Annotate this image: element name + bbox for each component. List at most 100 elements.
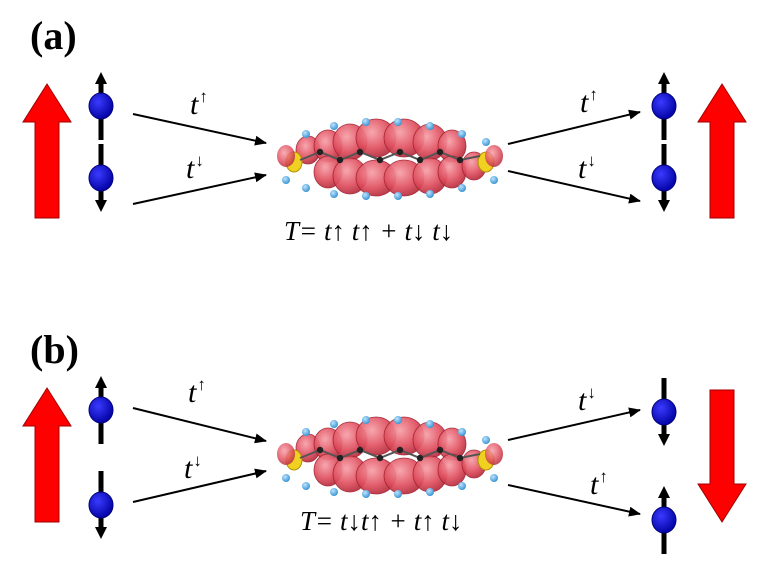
panel-b-molecule-lobe-0 (295, 433, 321, 463)
panel-a-molecule-hydrogen-12 (282, 176, 290, 184)
panel-a-arrow-out-1 (507, 109, 641, 145)
panel-b-molecule-hydrogen-6 (302, 482, 310, 490)
panel-a-molecule-carbon-1 (336, 156, 344, 164)
panel-b-molecule-lobe-5 (412, 421, 448, 459)
panel-a-formula: T= t↑ t↑ + t↓ t↓ (284, 216, 454, 246)
panel-b-molecule-backbone (299, 448, 481, 460)
panel-a-molecule-lobe-9 (355, 159, 397, 197)
panel-a-molecule-hydrogen-8 (362, 192, 370, 200)
panel-a-molecule-hydrogen-0 (302, 130, 310, 138)
panel-a-molecule-lobe-5 (412, 123, 448, 161)
panel-b-molecule-carbon-1 (336, 454, 344, 462)
panel-a-molecule-lobe-10 (383, 159, 425, 197)
panel-a-molecule-lobe-8 (332, 157, 368, 195)
panel-b-molecule-hydrogen-14 (482, 436, 490, 444)
panel-a-left-big-arrow (22, 83, 72, 219)
panel-b-molecule-hydrogen-4 (426, 420, 434, 428)
panel-b-arrow-out-2 (507, 484, 641, 517)
panel-a-molecule-hydrogen-1 (330, 122, 338, 130)
panel-a-molecule-carbon-7 (456, 156, 464, 164)
panel-b-t-out2: t↑ (590, 467, 608, 501)
panel-a-molecule-hydrogen-6 (302, 184, 310, 192)
panel-a-molecule-hydrogen-14 (482, 138, 490, 146)
panel-b-molecule-carbon-4 (396, 446, 404, 454)
panel-a-molecule-lobe-11 (412, 157, 448, 195)
panel-b-molecule-lobe-3 (355, 416, 397, 456)
panel-b-molecule-carbon-7 (456, 454, 464, 462)
panel-a-left-spin-up-head (95, 72, 107, 84)
panel-b-molecule-hydrogen-2 (362, 416, 370, 424)
panel-a-molecule-lobe-4 (383, 118, 425, 158)
panel-a-molecule-hydrogen-10 (426, 190, 434, 198)
panel-b-right-big-arrow (697, 389, 747, 523)
panel-a-arrow-out-2 (507, 170, 641, 204)
panel-b-molecule-sulfur-left (285, 449, 303, 471)
panel-b-molecule-lobe-1 (313, 427, 343, 461)
panel-a-t-down-in: t↓ (186, 151, 204, 185)
panel-a-molecule-hydrogen-4 (426, 122, 434, 130)
panel-b-left-spin-up-head (95, 376, 107, 388)
panel-a-molecule-carbon-6 (436, 148, 444, 156)
panel-a-molecule-carbon-0 (316, 148, 324, 156)
panel-b-t-out1: t↓ (578, 383, 596, 417)
panel-b-left-big-arrow (22, 387, 72, 523)
panel-a-molecule-hydrogen-5 (458, 130, 466, 138)
panel-b-right-spin-1-head (658, 434, 670, 446)
panel-b-left-spin-down-electron (88, 491, 114, 519)
panel-b-molecule-lobe-sr (485, 443, 503, 465)
panel-b-molecule-hydrogen-8 (362, 490, 370, 498)
panel-a-molecule-carbon-2 (356, 148, 364, 156)
panel-a-molecule-hydrogen-11 (458, 184, 466, 192)
panel-a-molecule-lobe-2 (332, 123, 368, 161)
panel-a-molecule-lobe-1 (313, 129, 343, 163)
panel-a-molecule-hydrogen-7 (330, 190, 338, 198)
panel-b-t-up-in: t↑ (188, 375, 206, 409)
panel-b-molecule-lobe-10 (383, 457, 425, 495)
panel-b-molecule-carbon-6 (436, 446, 444, 454)
panel-a-molecule-carbon-5 (416, 156, 424, 164)
panel-b-molecule-hydrogen-5 (458, 428, 466, 436)
panel-b-molecule-hydrogen-7 (330, 488, 338, 496)
panel-b-right-spin-1-electron (651, 398, 677, 426)
panel-b-molecule-lobe-13 (461, 449, 487, 479)
panel-a-molecule-lobe-13 (461, 151, 487, 181)
panel-b-arrow-in-up (132, 407, 267, 444)
panel-a-molecule-carbon-3 (376, 156, 384, 164)
panel-a-right-spin-2-electron (651, 164, 677, 192)
panel-b-formula: T= t↓t↑ + t↑ t↓ (300, 506, 463, 536)
panel-a-molecule-backbone (299, 150, 481, 162)
panel-a-t-out2: t↓ (578, 151, 596, 185)
panel-a-molecule-hydrogen-9 (394, 192, 402, 200)
panel-a-t-out1: t↑ (580, 85, 598, 119)
panel-a-molecule-lobe-0 (295, 135, 321, 165)
panel-b-molecule-carbon-5 (416, 454, 424, 462)
panel-b-molecule-hydrogen-10 (426, 488, 434, 496)
panel-a-right-spin-1-head (658, 72, 670, 84)
panel-a-molecule-lobe-12 (437, 155, 467, 189)
panel-b-molecule-hydrogen-1 (330, 420, 338, 428)
panel-b-t-down-in: t↓ (184, 451, 202, 485)
panel-a-molecule-hydrogen-13 (490, 176, 498, 184)
panel-a-molecule-sulfur-right (477, 151, 495, 173)
panel-b-right-spin-2-electron (651, 506, 677, 534)
panel-b-molecule-hydrogen-11 (458, 482, 466, 490)
panel-b-molecule-lobe-6 (437, 427, 467, 461)
panel-b-molecule-lobe-9 (355, 457, 397, 495)
panel-b-molecule-hydrogen-13 (490, 474, 498, 482)
panel-a-label: (a) (30, 13, 77, 58)
panel-a-molecule-lobe-7 (313, 155, 343, 189)
panel-a-molecule-sulfur-left (285, 151, 303, 173)
panel-a-molecule-lobe-3 (355, 118, 397, 158)
panel-b-molecule-lobe-sl (277, 443, 295, 465)
panel-a-molecule-carbon-4 (396, 148, 404, 156)
panel-a-molecule-lobe-sl (277, 145, 295, 167)
panel-b-molecule-lobe-11 (412, 455, 448, 493)
panel-b-molecule-lobe-12 (437, 453, 467, 487)
panel-b-molecule-carbon-0 (316, 446, 324, 454)
panel-b-molecule-carbon-2 (356, 446, 364, 454)
panel-a-molecule-hydrogen-2 (362, 118, 370, 126)
panel-a-molecule-lobe-sr (485, 145, 503, 167)
panel-b-molecule-sulfur-right (477, 449, 495, 471)
panel-b-arrow-out-1 (507, 407, 641, 441)
